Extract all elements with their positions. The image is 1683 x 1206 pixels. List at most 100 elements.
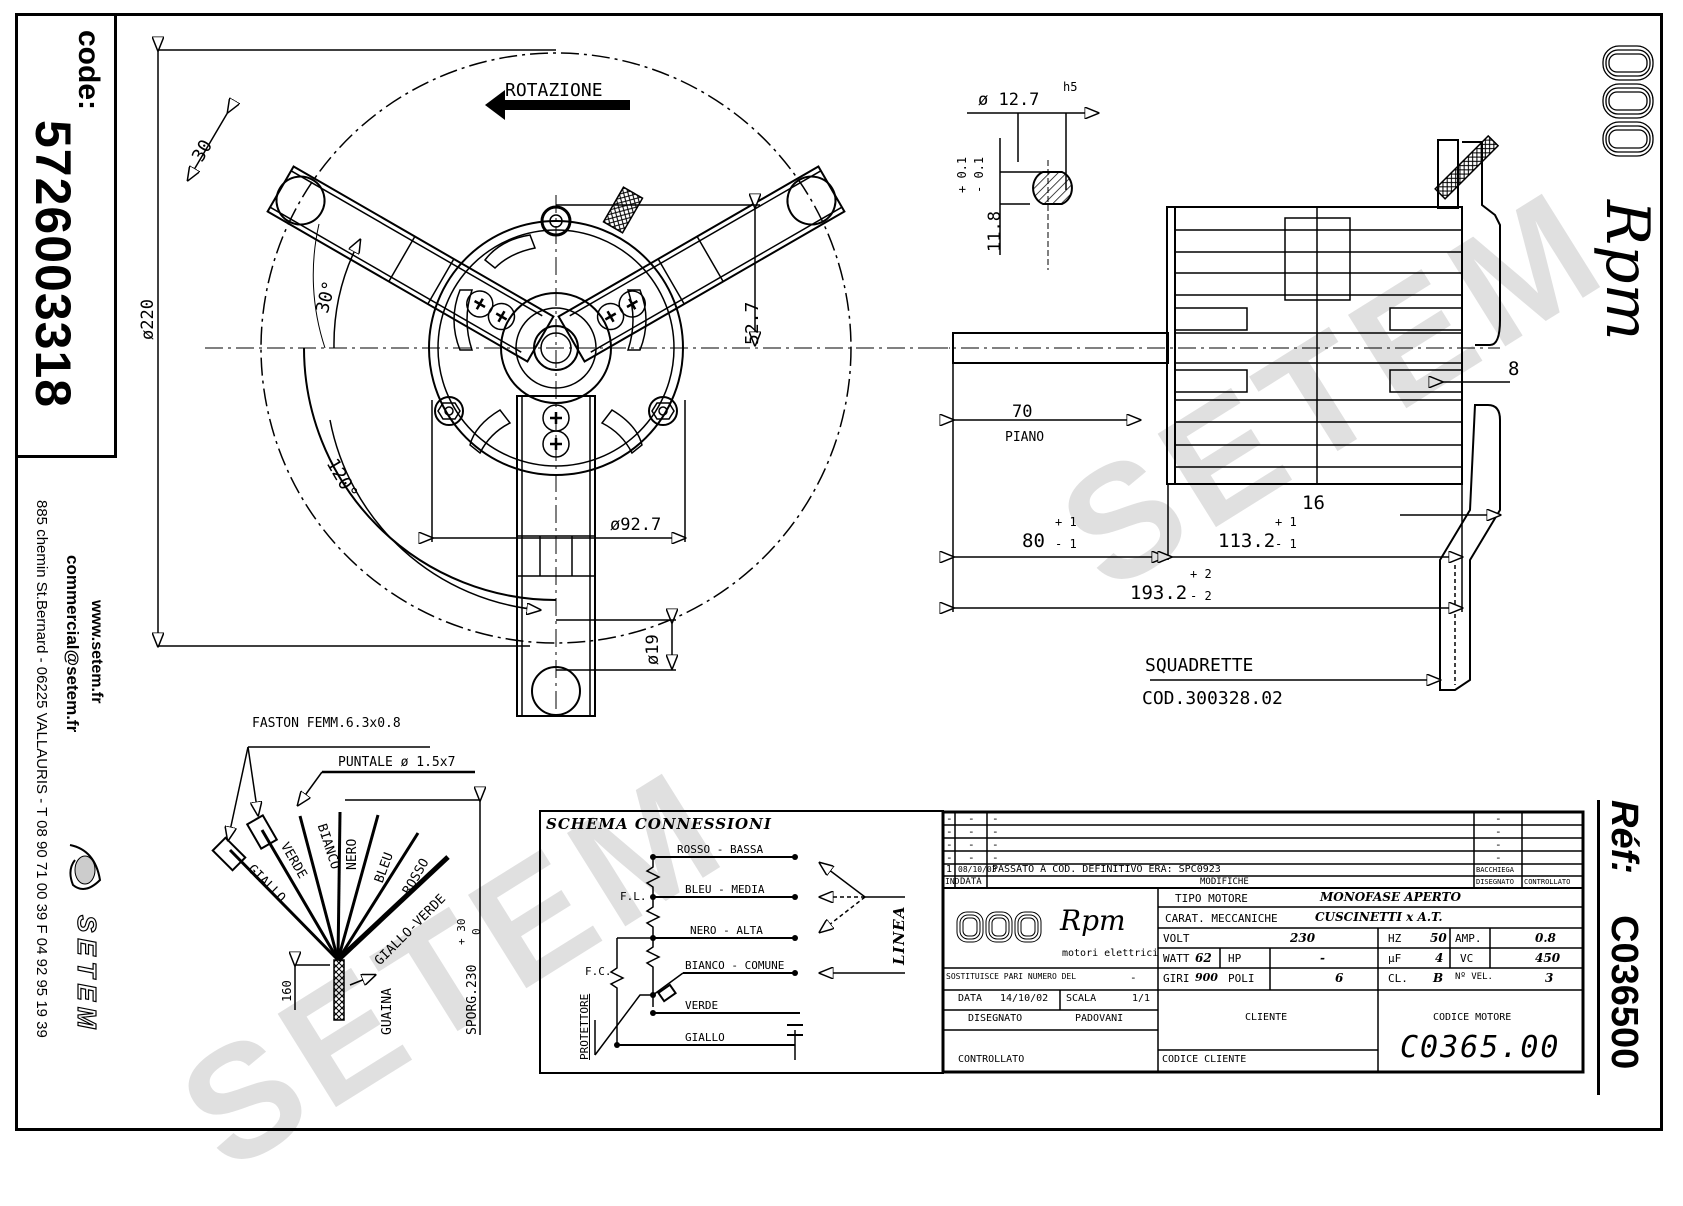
bracket-label: SQUADRETTE [1145,655,1254,676]
schema-title: SCHEMA CONNESSIONI [546,815,772,833]
cl-value: B [1433,971,1444,985]
scala-value: 1/1 [1132,993,1151,1004]
codice-motore-value: C0365.00 [1400,1030,1561,1065]
codice-cliente-label: CODICE CLIENTE [1162,1054,1247,1065]
rev-modifiche: - [992,825,999,838]
protector-box [1284,217,1351,301]
rev-ind: - [946,851,953,864]
rev-data: - [968,812,975,825]
rev-modifiche: - [992,812,999,825]
bracket-arm-left [266,165,555,363]
code-box [15,13,117,458]
technical-drawing [0,0,1585,1074]
hp-value: - [1320,951,1325,965]
schema-protettore: PROTETTORE [578,993,591,1060]
giri-label: GIRI [1163,972,1190,985]
scala-label: SCALA [1066,993,1097,1004]
shaft-tol-minus: - 0.1 [972,156,986,193]
schema-line-nero: NERO - ALTA [690,924,763,937]
tb-logo-icon [955,910,1045,944]
dim-shaft: 80 [1022,530,1045,552]
hp-label: HP [1228,952,1242,965]
rpm-logo-icon [1598,44,1658,159]
poli-value: 6 [1335,971,1344,985]
setem-logo-icon [65,840,105,900]
tipo-motore-value: MONOFASE APERTO [1320,890,1461,904]
rev-disegnato: - [1495,851,1502,864]
sporg-tol-plus: + 30 [455,918,468,946]
dim-total-tol-plus: + 2 [1190,567,1212,581]
data-value: 14/10/02 [1000,993,1049,1004]
giri-value: 900 [1195,971,1218,984]
faston-connector [211,836,247,872]
dim-shaft-tol-minus: - 1 [1055,537,1077,551]
rotation-arrow-icon [485,90,505,120]
rev-data: 08/10/03 [958,865,997,874]
mounting-nut-top [540,205,572,237]
schema-fc: F.C. [585,965,612,978]
bracket-code: COD.300328.02 [1142,688,1283,709]
disegnato-label: DISEGNATO [968,1013,1023,1024]
dim-160: 160 [280,980,294,1002]
shaft-diameter: ø 12.7 [978,90,1040,110]
schema-line-bleu: BLEU - MEDIA [685,883,765,896]
rotation-label: ROTAZIONE [505,80,603,101]
dim-body: 113.2 [1218,530,1276,552]
puntale-label: PUNTALE ø 1.5x7 [338,755,456,770]
rev-modifiche: - [992,838,999,851]
dim-body-tol-minus: - 1 [1275,537,1297,551]
watt-value: 62 [1195,951,1212,965]
nvel-label: Nº VEL. [1455,972,1493,982]
faston-label: FASTON FEMM.6.3x0.8 [252,716,401,731]
tb-logo-sub: motori elettrici [1062,948,1159,959]
cable-outlet [602,186,644,234]
schema-line-verde: VERDE [685,999,719,1012]
nvel-value: 3 [1545,971,1554,985]
data-label: DATA [958,993,983,1004]
codice-motore-label: CODICE MOTORE [1433,1012,1512,1023]
rev-data: - [968,851,975,864]
rev-disegnato: BACCHIEGA [1476,866,1514,874]
dim-8: 8 [1508,358,1520,380]
poli-label: POLI [1228,972,1255,985]
dim-16: 16 [1302,492,1325,514]
shaft-tolerance-class: h5 [1063,80,1078,94]
watt-label: WATT [1163,952,1190,965]
rev-disegnato: - [1495,838,1502,851]
cliente-label: CLIENTE [1245,1012,1288,1023]
dim-total-tol-minus: - 2 [1190,589,1212,603]
dim-height: 52.7 [742,301,763,345]
cable-sleeve [333,959,345,1021]
tb-logo-text: Rpm [1060,904,1126,937]
sporg-label: SPORG.230 [465,964,480,1035]
shaft-flat-dim: 11.8 [985,211,1005,252]
dim-shaft-tol-plus: + 1 [1055,515,1077,529]
dim-outer-diameter: ø220 [138,299,158,340]
side-view [930,134,1510,691]
wire-harness [211,746,480,1035]
schema-fl: F.L. [620,890,647,903]
tipo-motore-label: TIPO MOTORE [1175,892,1248,905]
schema-line-bianco: BIANCO - COMUNE [685,959,785,972]
dim-body-tol-plus: + 1 [1275,515,1297,529]
drawing-frame [15,13,1663,1131]
ref-divider [1597,800,1600,1095]
title-block-grid [941,810,1585,1074]
bracket-arm-right [557,165,846,363]
rev-data: - [968,825,975,838]
header-data: DATA [960,877,982,887]
sostituisce-label: SOSTITUISCE PARI NUMERO DEL [946,972,1077,981]
volt-value: 230 [1290,931,1316,945]
dim-hole-diameter: ø19 [643,634,663,665]
sostituisce-value: - [1130,971,1137,984]
volt-label: VOLT [1163,932,1190,945]
dim-flat-length: 70 [1012,402,1033,422]
rev-disegnato: - [1495,825,1502,838]
shaft-tol-plus: + 0.1 [955,156,969,193]
flat-label: PIANO [1005,430,1045,445]
mounting-nut-right [648,396,678,426]
faston-connector [245,814,279,850]
controllato-label: CONTROLLATO [958,1054,1025,1065]
header-modifiche: MODIFICHE [1200,877,1249,887]
rev-ind: - [946,812,953,825]
